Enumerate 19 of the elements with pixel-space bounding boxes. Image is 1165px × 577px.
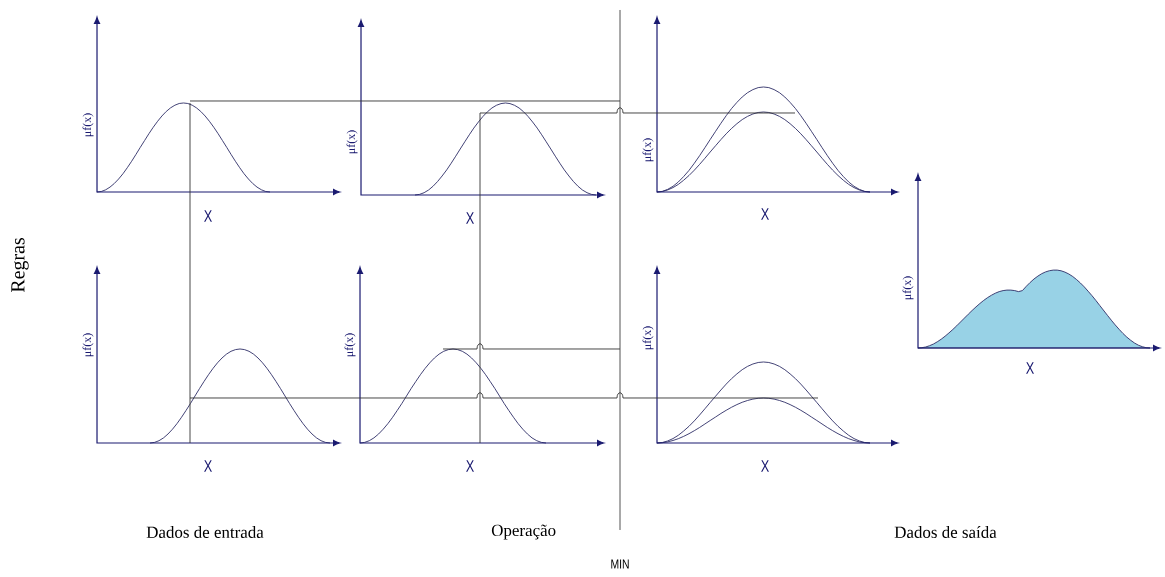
axis-label: μf(x) — [82, 333, 94, 357]
axis-label: X — [761, 208, 769, 220]
operator-label: MIN — [611, 559, 629, 569]
axis-label: μf(x) — [902, 276, 914, 300]
axis-label: X — [204, 460, 212, 472]
axis-label: μf(x) — [82, 113, 94, 137]
column-label: Operação — [491, 524, 556, 540]
axis-label: μf(x) — [346, 130, 358, 154]
row-label: Regras — [11, 238, 29, 293]
axis-label: μf(x) — [642, 138, 654, 162]
column-label: Dados de entrada — [146, 526, 264, 538]
axis-label: μf(x) — [344, 333, 356, 357]
axis-label: μf(x) — [642, 326, 654, 350]
column-label: Dados de saída — [894, 526, 997, 538]
axis-label: X — [466, 212, 474, 224]
axis-label: X — [466, 460, 474, 472]
axis-label: X — [761, 460, 769, 472]
axis-label: X — [1026, 362, 1034, 374]
axis-label: X — [204, 210, 212, 222]
